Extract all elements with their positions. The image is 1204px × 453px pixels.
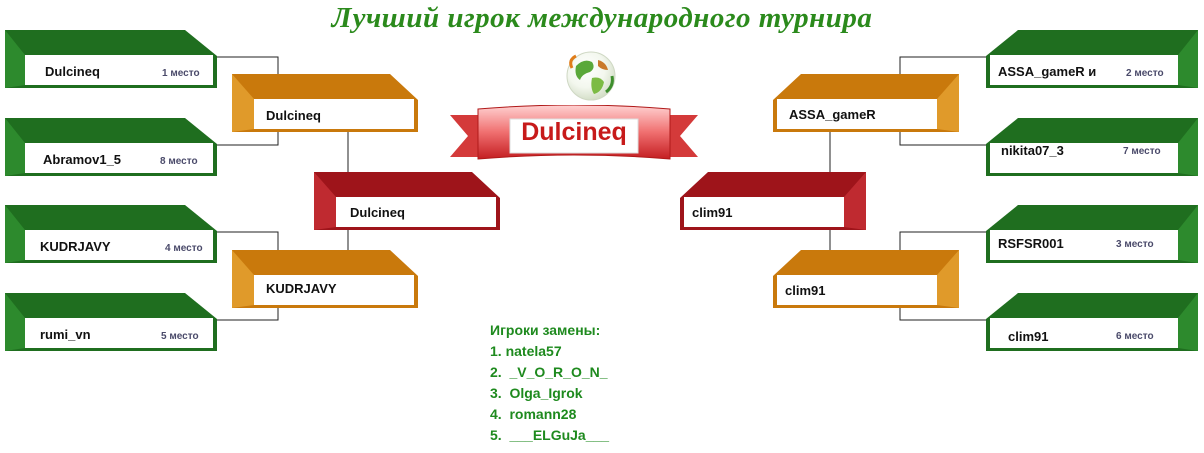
place-label: 6 место [1116, 331, 1154, 342]
left-r2-player-2: KUDRJAVY [232, 250, 418, 308]
substitutes-list: Игроки замены: 1. natela57 2. _V_O_R_O_N… [490, 320, 609, 446]
player-name: nikita07_3 [1001, 143, 1064, 158]
left-r1-player-3: KUDRJAVY 4 место [5, 205, 217, 263]
left-r1-player-1: Dulcineq 1 место [5, 30, 217, 88]
place-label: 2 место [1126, 68, 1164, 79]
place-label: 3 место [1116, 239, 1154, 250]
player-name: clim91 [785, 283, 826, 298]
player-name: Dulcineq [266, 108, 321, 123]
player-name: Dulcineq [45, 64, 100, 79]
player-name: KUDRJAVY [266, 281, 337, 296]
substitute-item: 5. ___ELGuJa___ [490, 427, 610, 443]
substitute-item: 1. natela57 [490, 343, 562, 359]
player-name: ASSA_gameR [789, 107, 876, 122]
left-r1-player-4: rumi_vn 5 место [5, 293, 217, 351]
left-r1-player-2: Abramov1_5 8 место [5, 118, 217, 176]
substitute-item: 3. Olga_Igrok [490, 385, 583, 401]
winner-name: Dulcineq [521, 118, 627, 146]
right-r1-player-4: clim91 6 место [986, 293, 1198, 351]
place-label: 1 место [162, 68, 200, 79]
player-name: RSFSR001 [998, 236, 1064, 251]
left-r2-player-1: Dulcineq [232, 74, 418, 132]
right-r2-player-2: clim91 [773, 250, 959, 308]
right-r1-player-2: nikita07_3 7 место [986, 118, 1198, 176]
right-r1-player-1: ASSA_gameR и 2 место [986, 30, 1198, 88]
left-final-player: Dulcineq [314, 172, 500, 230]
page-title: Лучший игрок международного турнира [331, 2, 873, 34]
substitutes-heading: Игроки замены: [490, 322, 601, 338]
player-name: clim91 [692, 205, 733, 220]
right-final-player: clim91 [680, 172, 866, 230]
place-label: 4 место [165, 243, 203, 254]
player-name: clim91 [1008, 329, 1049, 344]
player-name: Abramov1_5 [43, 152, 122, 167]
player-name: KUDRJAVY [40, 239, 111, 254]
right-r2-player-1: ASSA_gameR [773, 74, 959, 132]
player-name: rumi_vn [40, 327, 91, 342]
winner-banner: Dulcineq [450, 104, 698, 165]
player-name: ASSA_gameR и [998, 64, 1097, 79]
place-label: 5 место [161, 331, 199, 342]
substitute-item: 2. _V_O_R_O_N_ [490, 364, 608, 380]
place-label: 7 место [1123, 146, 1161, 157]
place-label: 8 место [160, 156, 198, 167]
globe-icon [562, 48, 620, 104]
player-name: Dulcineq [350, 205, 405, 220]
right-r1-player-3: RSFSR001 3 место [986, 205, 1198, 263]
substitute-item: 4. romann28 [490, 406, 577, 422]
